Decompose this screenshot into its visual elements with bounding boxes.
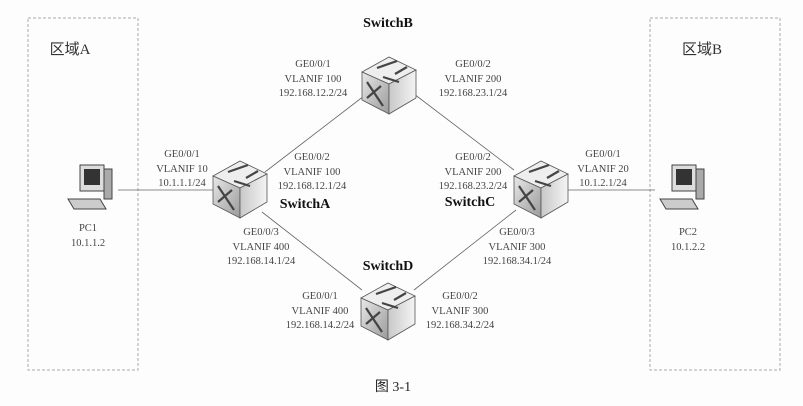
zone-b-label: 区域B: [681, 42, 723, 58]
pc1-ip: 10.1.1.2: [70, 237, 106, 249]
link-switcha-switchb: [264, 95, 365, 173]
switch-b-icon: [360, 55, 418, 116]
pc1-label: PC1 10.1.1.2: [71, 222, 105, 251]
pc2-name: PC2: [678, 227, 698, 238]
switch-c-icon: [512, 159, 570, 220]
pc2-label: PC2 10.1.2.2: [671, 226, 705, 255]
pc1-name: PC1: [78, 223, 98, 234]
zone-a-label: 区域A: [49, 42, 91, 58]
switch-a-label: SwitchA: [279, 197, 331, 212]
link-switcha-switchd: [261, 211, 363, 291]
switch-d-icon: [359, 281, 417, 342]
pc1-icon: [67, 164, 113, 210]
switch-b-label: SwitchB: [363, 16, 413, 31]
zone-b-boundary: [649, 17, 781, 371]
links: [118, 93, 655, 291]
switch-c-label: SwitchC: [444, 195, 496, 210]
pc2-ip: 10.1.2.2: [670, 241, 706, 253]
pc2-icon: [659, 164, 705, 210]
switch-a-icon: [211, 159, 269, 220]
zone-a-boundary: [27, 17, 139, 371]
switch-d-label: SwitchD: [362, 259, 414, 274]
figure-caption: 图 3-1: [374, 380, 412, 395]
link-switchb-switchc: [413, 93, 515, 171]
link-switchc-switchd: [413, 209, 517, 291]
